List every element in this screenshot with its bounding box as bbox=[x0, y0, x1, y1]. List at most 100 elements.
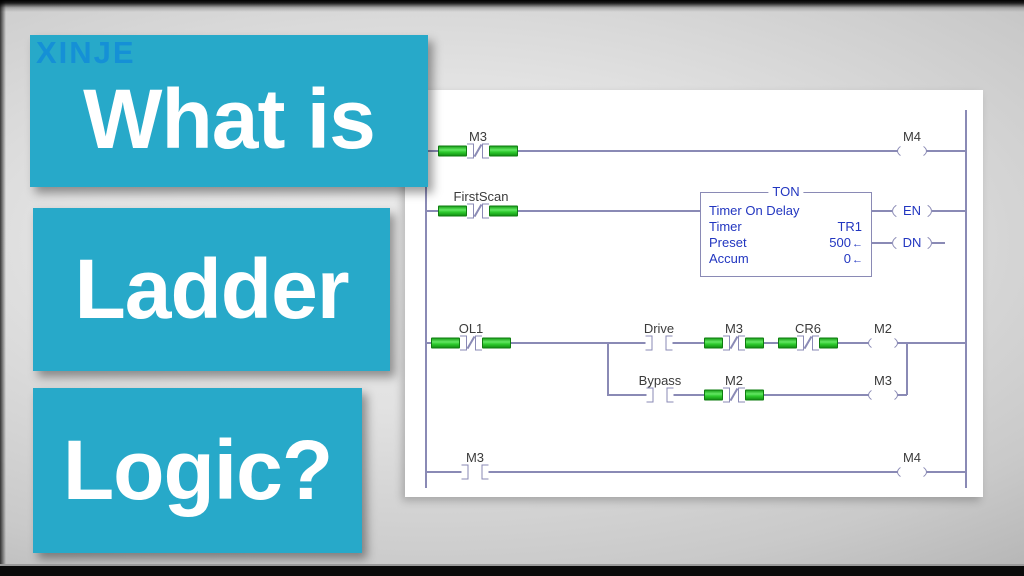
contact-bracket bbox=[646, 387, 654, 403]
energized-bar bbox=[745, 389, 764, 401]
rung3-nc-contact bbox=[431, 335, 511, 351]
energized-bar bbox=[489, 205, 518, 217]
energized-bar bbox=[431, 337, 460, 349]
rung3-m2-nc-contact bbox=[704, 387, 764, 403]
left-power-rail bbox=[425, 93, 427, 488]
energized-bar bbox=[482, 337, 511, 349]
rung2-contact-label: FirstScan bbox=[453, 189, 509, 204]
drive-no-contact bbox=[645, 335, 673, 351]
energized-bar bbox=[704, 389, 723, 401]
contact-bracket bbox=[461, 464, 469, 480]
headline-line1: What is bbox=[83, 71, 376, 166]
energized-bar bbox=[489, 145, 518, 157]
timer-row-name: Preset bbox=[709, 235, 747, 250]
contact-gap bbox=[468, 464, 482, 480]
contact-bracket bbox=[482, 143, 489, 159]
energized-bar bbox=[778, 337, 797, 349]
rung4-coil-label: M4 bbox=[902, 450, 922, 465]
rung3-m2-contact-label: M2 bbox=[724, 373, 744, 388]
contact-bracket bbox=[666, 387, 674, 403]
energized-bar bbox=[438, 145, 467, 157]
energized-bar bbox=[704, 337, 723, 349]
left-vignette bbox=[0, 0, 6, 576]
timer-type-label: Timer On Delay bbox=[709, 203, 800, 218]
cr6-contact-label: CR6 bbox=[794, 321, 822, 336]
headline-line3: Logic? bbox=[62, 423, 333, 517]
timer-on-delay-block: TON Timer On Delay Timer TR1 Preset 500←… bbox=[700, 184, 872, 277]
en-wire-left bbox=[872, 210, 892, 212]
contact-gap bbox=[653, 387, 667, 403]
rung3-main-wire bbox=[425, 342, 965, 344]
timer-name-row: Timer TR1 bbox=[709, 219, 863, 235]
dn-wire-left bbox=[872, 242, 892, 244]
timer-row-name: Timer bbox=[709, 219, 742, 234]
contact-bracket bbox=[723, 335, 730, 351]
timer-row-value: 0← bbox=[843, 251, 863, 266]
rung2-nc-contact bbox=[438, 203, 518, 219]
energized-bar bbox=[438, 205, 467, 217]
contact-bracket bbox=[797, 335, 804, 351]
en-wire-right bbox=[932, 210, 965, 212]
timer-accum-row: Accum 0← bbox=[709, 251, 863, 267]
rung3-contact-label: OL1 bbox=[458, 321, 484, 336]
contact-bracket bbox=[460, 335, 467, 351]
value-arrow-icon: ← bbox=[852, 254, 863, 266]
right-power-rail bbox=[965, 110, 967, 488]
headline-box-ladder: Ladder bbox=[33, 208, 390, 371]
rung3-bottom-output-coil bbox=[868, 387, 898, 403]
rung4-contact-label: M3 bbox=[465, 450, 485, 465]
timer-en-coil: EN bbox=[892, 201, 932, 221]
ladder-diagram-panel: M3 M4 FirstScan TON Timer On Delay Timer… bbox=[405, 90, 983, 497]
contact-bracket bbox=[812, 335, 819, 351]
timer-preset-row: Preset 500← bbox=[709, 235, 863, 251]
energized-bar bbox=[745, 337, 764, 349]
contact-bracket bbox=[467, 203, 474, 219]
timer-block-title: TON bbox=[768, 184, 804, 199]
bypass-no-contact bbox=[646, 387, 674, 403]
rung3-m3-nc-contact bbox=[704, 335, 764, 351]
contact-bracket bbox=[467, 143, 474, 159]
rung1-wire bbox=[425, 150, 965, 152]
nc-slash bbox=[466, 335, 475, 351]
rung3-top-coil-label: M2 bbox=[873, 321, 893, 336]
energized-bar bbox=[819, 337, 838, 349]
rung3-m3-contact-label: M3 bbox=[724, 321, 744, 336]
rung3-bottom-coil-label: M3 bbox=[873, 373, 893, 388]
contact-bracket bbox=[723, 387, 730, 403]
timer-row-value: TR1 bbox=[837, 219, 862, 234]
rung2-wire bbox=[425, 210, 700, 212]
contact-gap bbox=[652, 335, 666, 351]
bypass-contact-label: Bypass bbox=[638, 373, 682, 388]
rung1-nc-contact bbox=[438, 143, 518, 159]
nc-slash bbox=[473, 203, 482, 219]
rung1-contact-label: M3 bbox=[468, 129, 488, 144]
contact-bracket bbox=[665, 335, 673, 351]
timer-row-name: Accum bbox=[709, 251, 749, 266]
contact-bracket bbox=[482, 203, 489, 219]
rung1-coil-label: M4 bbox=[902, 129, 922, 144]
contact-bracket bbox=[481, 464, 489, 480]
headline-box-what-is: XINJE What is bbox=[30, 35, 428, 187]
nc-slash bbox=[729, 387, 738, 403]
rung1-output-coil bbox=[897, 143, 927, 159]
timer-dn-coil: DN bbox=[892, 233, 932, 253]
rung4-no-contact bbox=[461, 464, 489, 480]
contact-bracket bbox=[645, 335, 653, 351]
bottom-bar bbox=[0, 564, 1024, 576]
branch-right-rail bbox=[906, 342, 908, 395]
nc-slash bbox=[803, 335, 812, 351]
xinje-logo: XINJE bbox=[36, 35, 136, 70]
dn-wire-stub bbox=[932, 242, 945, 244]
contact-bracket bbox=[738, 387, 745, 403]
timer-block-rows: Timer On Delay Timer TR1 Preset 500← Acc… bbox=[701, 193, 871, 267]
contact-bracket bbox=[738, 335, 745, 351]
timer-type-row: Timer On Delay bbox=[709, 203, 863, 219]
nc-slash bbox=[729, 335, 738, 351]
value-arrow-icon: ← bbox=[852, 238, 863, 250]
contact-bracket bbox=[475, 335, 482, 351]
drive-contact-label: Drive bbox=[643, 321, 675, 336]
rung4-output-coil bbox=[897, 464, 927, 480]
headline-line2: Ladder bbox=[74, 242, 349, 336]
top-vignette bbox=[0, 0, 1024, 12]
